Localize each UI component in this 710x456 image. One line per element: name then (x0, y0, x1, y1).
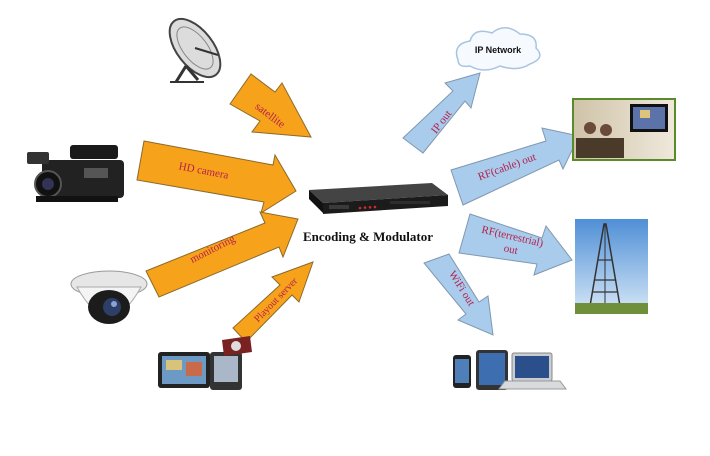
encoder-modulator-device (309, 183, 448, 214)
tablet-media-icon (158, 336, 252, 390)
arrow-satellite: satellite (229, 73, 312, 138)
broadcast-tower-icon (575, 219, 648, 314)
devices-icon (453, 350, 567, 390)
dome-camera-icon (70, 270, 148, 324)
arrow-rf-terrestrial-out: RF(terrestrial) out (458, 213, 573, 276)
device-display-icon (329, 205, 349, 209)
arrow-monitoring: monitoring (145, 211, 299, 298)
arrow-label-playout-server: Playout server (252, 275, 300, 324)
cloud-label: IP Network (475, 45, 522, 55)
arrow-label-rf-terrestrial-line2: out (503, 242, 519, 257)
arrow-rf-cable-out: RF(cable) out (450, 127, 580, 206)
arrow-hd-camera: HD camera (136, 140, 297, 215)
arrow-wifi-out: WiFi out (423, 253, 494, 336)
tv-room-photo-icon (572, 98, 676, 161)
satellite-dish-icon (168, 18, 222, 83)
arrow-ip-out: IP out (402, 72, 481, 154)
center-device-label: Encoding & Modulator (303, 229, 434, 244)
arrow-playout-server: Playout server (232, 261, 314, 343)
cloud-icon: IP Network (455, 27, 541, 71)
video-camera-icon (27, 145, 124, 202)
